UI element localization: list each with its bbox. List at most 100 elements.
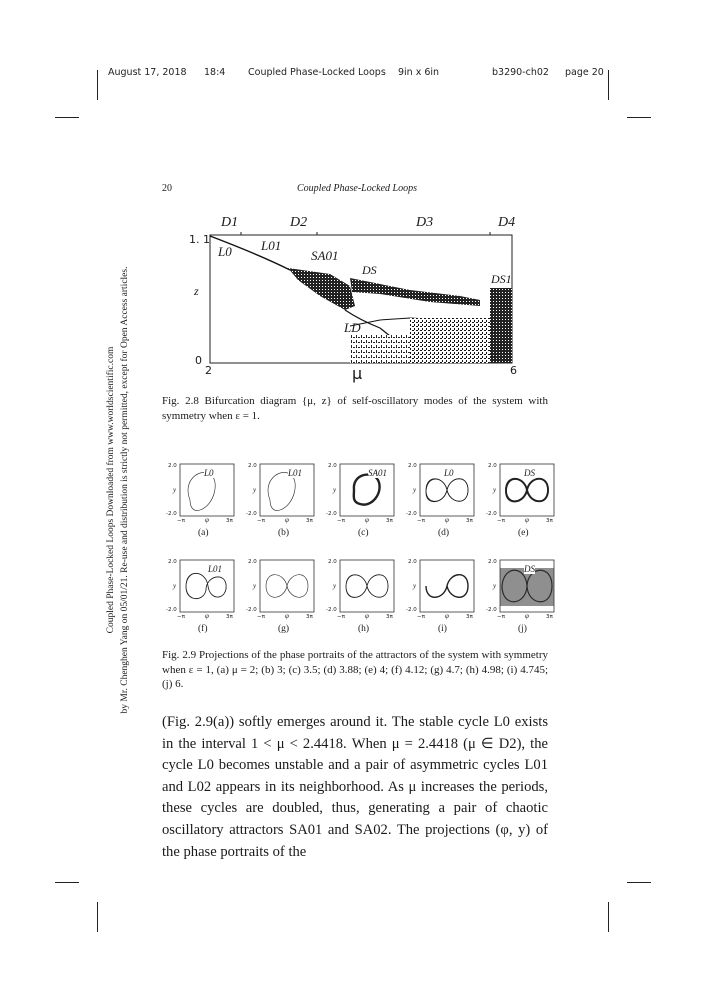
- body-paragraph: (Fig. 2.9(a)) softly emerges around it. …: [162, 712, 548, 863]
- y-axis-label: y: [253, 582, 257, 590]
- y-tick-bottom: -2.0: [326, 607, 337, 613]
- label-sa01: SA01: [311, 248, 339, 263]
- label-l0: L0: [218, 244, 232, 259]
- x-axis-label: φ: [285, 516, 289, 524]
- y-tick-top: 2.0: [328, 559, 337, 565]
- y-axis-label: z: [194, 284, 199, 298]
- figure-2-9-caption: Fig. 2.9 Projections of the phase portra…: [162, 649, 548, 690]
- y-tick-top: 1. 1: [189, 233, 210, 246]
- y-axis-label: y: [333, 486, 337, 494]
- download-notice-line-1: Coupled Phase-Locked Loops Downloaded fr…: [106, 346, 116, 634]
- panel-label: (e): [518, 528, 529, 538]
- y-tick-bottom: -2.0: [246, 511, 257, 517]
- y-axis-label: y: [173, 486, 177, 494]
- y-tick-bottom: -2.0: [166, 607, 177, 613]
- figure-2-8-caption: Fig. 2.8 Bifurcation diagram {μ, z} of s…: [162, 395, 548, 422]
- download-notice-line-2: by Mr. Chenghen Yang on 05/01/21. Re-use…: [120, 266, 130, 714]
- panel-label: (g): [278, 624, 290, 634]
- x-axis-label: φ: [445, 612, 449, 620]
- x-axis-label: φ: [285, 612, 289, 620]
- y-axis-label: y: [253, 486, 257, 494]
- x-axis-label: μ: [352, 364, 363, 383]
- y-axis-label: y: [333, 582, 337, 590]
- x-axis-label: φ: [525, 612, 529, 620]
- label-l01: L01: [261, 238, 282, 253]
- y-tick-top: 2.0: [488, 559, 497, 565]
- x-tick-right: 3π: [306, 614, 313, 620]
- x-tick-right: 3π: [386, 614, 393, 620]
- crop-mark: [97, 70, 98, 100]
- x-tick-left: −π: [177, 614, 185, 620]
- panel-inset-label: L0: [204, 468, 214, 478]
- x-tick-right: 3π: [546, 614, 553, 620]
- x-tick-left: −π: [417, 518, 425, 524]
- paragraph-text: (Fig. 2.9(a)) softly emerges around it. …: [162, 714, 548, 860]
- y-tick-bottom: -2.0: [406, 511, 417, 517]
- y-axis-label: y: [493, 582, 497, 590]
- label-ld: LD: [344, 320, 361, 335]
- y-tick-bottom: -2.0: [486, 511, 497, 517]
- crop-mark: [97, 902, 98, 932]
- x-axis-label: φ: [205, 516, 209, 524]
- x-tick-left: −π: [497, 614, 505, 620]
- region-label-d3: D3: [416, 215, 434, 230]
- y-axis-label: y: [493, 486, 497, 494]
- header-page: page 20: [565, 67, 604, 78]
- x-axis-label: φ: [445, 516, 449, 524]
- header-date: August 17, 2018: [108, 67, 187, 78]
- crop-mark: [608, 70, 609, 100]
- x-tick-left: −π: [257, 614, 265, 620]
- y-tick-top: 2.0: [328, 463, 337, 469]
- y-axis-label: y: [413, 486, 417, 494]
- panel-label: (h): [358, 624, 370, 634]
- y-tick-top: 2.0: [488, 463, 497, 469]
- header-book: Coupled Phase-Locked Loops: [248, 67, 386, 78]
- y-tick-top: 2.0: [408, 559, 417, 565]
- y-tick-top: 2.0: [248, 463, 257, 469]
- panel-inset-label: SA01: [368, 468, 387, 478]
- region-label-d4: D4: [498, 215, 516, 230]
- panel-inset-label: L01: [288, 468, 303, 478]
- y-axis-label: y: [173, 582, 177, 590]
- header-time: 18:4: [204, 67, 226, 78]
- x-tick-right: 3π: [226, 614, 233, 620]
- crop-mark: [608, 902, 609, 932]
- header-trim: 9in x 6in: [398, 67, 440, 78]
- panel-label: (d): [438, 528, 450, 538]
- y-tick-bottom: -2.0: [326, 511, 337, 517]
- panel-label: (b): [278, 528, 290, 538]
- y-tick-top: 2.0: [408, 463, 417, 469]
- panel-label: (j): [518, 624, 527, 634]
- x-tick-right: 3π: [546, 518, 553, 524]
- x-axis-label: φ: [525, 516, 529, 524]
- download-notice: Coupled Phase-Locked Loops Downloaded fr…: [104, 250, 144, 730]
- y-axis-label: y: [413, 582, 417, 590]
- region-label-d2: D2: [290, 215, 308, 230]
- running-title: Coupled Phase-Locked Loops: [297, 183, 417, 194]
- crop-mark: [55, 882, 79, 883]
- panel-label: (a): [198, 528, 209, 538]
- x-tick-left: −π: [337, 518, 345, 524]
- crop-mark: [55, 117, 79, 118]
- y-tick-bottom: -2.0: [486, 607, 497, 613]
- panel-label: (i): [438, 624, 447, 634]
- x-tick-right: 3π: [466, 518, 473, 524]
- x-tick-left: −π: [497, 518, 505, 524]
- y-tick-bottom: -2.0: [246, 607, 257, 613]
- panel-inset-label: DS: [524, 564, 535, 574]
- y-tick-bottom: 0: [195, 354, 202, 367]
- x-axis-label: φ: [365, 612, 369, 620]
- y-tick-top: 2.0: [168, 559, 177, 565]
- x-tick-left: −π: [257, 518, 265, 524]
- x-tick-right: 3π: [466, 614, 473, 620]
- panel-label: (f): [198, 624, 208, 634]
- x-tick-left: 2: [205, 364, 212, 377]
- x-tick-right: 3π: [386, 518, 393, 524]
- x-axis-label: φ: [205, 612, 209, 620]
